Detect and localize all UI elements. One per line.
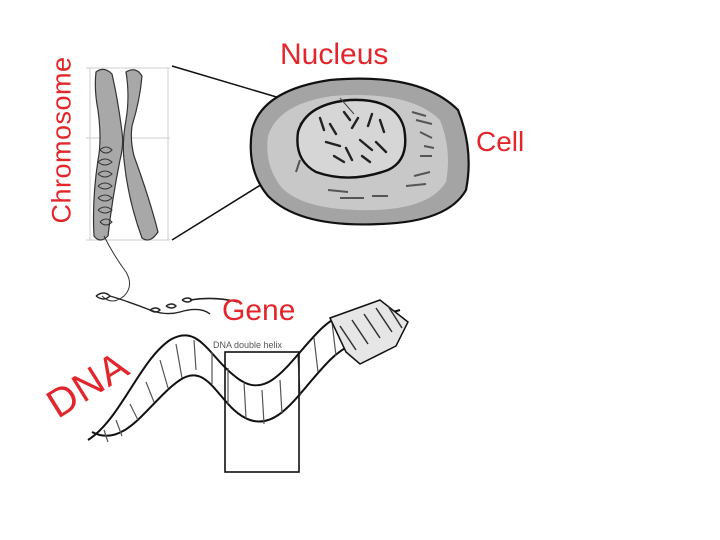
wide-helix-ribbon	[328, 299, 409, 365]
chromosome-drawing	[92, 68, 211, 315]
chromosome-label: Chromosome	[46, 56, 77, 224]
chromatin-fiber	[95, 292, 211, 315]
dna-helix-drawing	[87, 297, 409, 443]
cell-drawing	[249, 77, 470, 226]
nucleus-chromosomes	[318, 110, 388, 164]
gene-box	[224, 351, 300, 473]
gene-label: Gene	[222, 294, 296, 327]
chromatin-coil	[97, 146, 130, 302]
cell-label: Cell	[476, 126, 525, 157]
dna-helix-caption: DNA double helix	[213, 340, 283, 350]
nucleus-label: Nucleus	[280, 38, 389, 71]
nucleus-arrow	[339, 97, 355, 115]
nucleus-drawing	[296, 97, 407, 179]
